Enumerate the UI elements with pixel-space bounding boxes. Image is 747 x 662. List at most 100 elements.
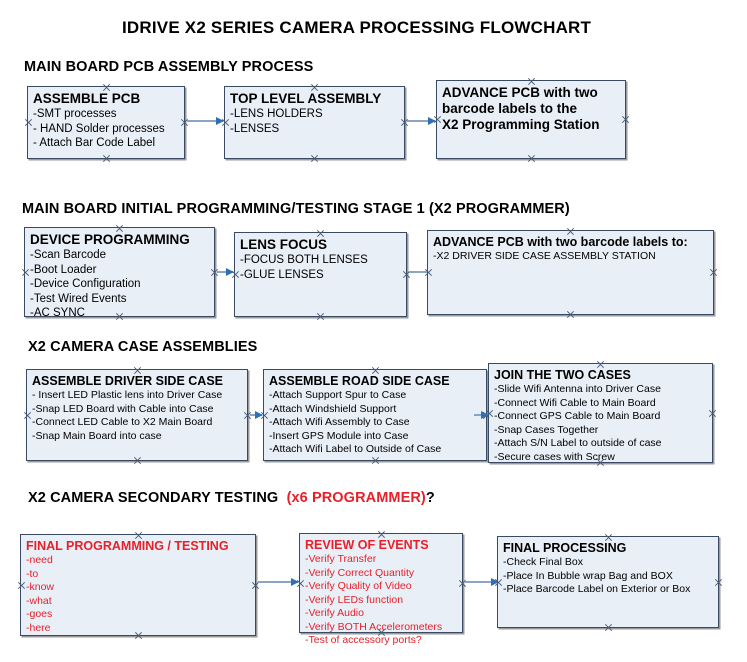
node-title: TOP LEVEL ASSEMBLY <box>230 91 382 106</box>
node-line: -Connect LED Cable to X2 Main Board <box>32 416 213 428</box>
section-heading-text: X2 CAMERA SECONDARY TESTING <box>28 490 279 506</box>
node-line: -Verify LEDs function <box>305 593 404 606</box>
connector-handle-left[interactable] <box>17 581 26 590</box>
node-line: -Place Barcode Label on Exterior or Box <box>503 583 691 595</box>
node-line: -Attach Wifi Assembly to Case <box>269 416 410 428</box>
node-title: ADVANCE PCB with two <box>442 85 598 100</box>
node-line: -Snap Main Board into case <box>32 429 162 442</box>
section-heading-x2-camera-secondary-testing: X2 CAMERA SECONDARY TESTING (x6 PROGRAMM… <box>28 490 435 506</box>
connector-handle-left[interactable] <box>21 268 30 277</box>
node-assemble-road-side-case[interactable]: ASSEMBLE ROAD SIDE CASE -Attach Support … <box>263 369 487 461</box>
connector-handle-bottom[interactable] <box>310 154 319 163</box>
node-line: -Test Wired Events <box>30 292 127 305</box>
node-line: -Connect Wifi Cable to Main Board <box>494 396 656 409</box>
connector-handle-left[interactable] <box>24 118 33 127</box>
connector-handle-right[interactable] <box>458 579 467 588</box>
node-title: FINAL PROCESSING <box>503 541 627 555</box>
arrow-head-icon <box>216 117 224 125</box>
node-line: -GLUE LENSES <box>240 268 324 281</box>
arrow-review-of-events-to-final-processing <box>465 578 499 586</box>
node-line: -FOCUS BOTH LENSES <box>240 254 368 266</box>
node-line: -Insert GPS Module into Case <box>269 429 409 442</box>
node-title: LENS FOCUS <box>240 237 328 252</box>
connector-handle-left[interactable] <box>23 411 32 420</box>
arrow-road-case-to-join-cases <box>474 411 489 419</box>
node-device-programming[interactable]: DEVICE PROGRAMMING -Scan Barcode -Boot L… <box>21 227 215 319</box>
node-join-the-two-cases[interactable]: JOIN THE TWO CASES -Slide Wifi Antenna i… <box>488 363 713 463</box>
node-line: -to <box>26 567 39 580</box>
node-line: -Boot Loader <box>30 263 97 276</box>
arrow-head-icon <box>291 578 299 586</box>
node-line: - HAND Solder processes <box>33 122 165 135</box>
arrow-head-icon <box>255 411 263 419</box>
page-title: IDRIVE X2 SERIES CAMERA PROCESSING FLOWC… <box>122 18 592 37</box>
node-line: -Connect GPS Cable to Main Board <box>494 410 661 422</box>
node-line: -Verify BOTH Accelerometers <box>305 620 443 633</box>
connector-handle-right[interactable] <box>708 409 717 418</box>
node-lens-focus[interactable]: LENS FOCUS -FOCUS BOTH LENSES -GLUE LENS… <box>234 232 407 317</box>
arrow-driver-case-to-road-case <box>250 411 263 419</box>
connector-handle-bottom[interactable] <box>604 623 613 632</box>
section-heading-accent: (x6 PROGRAMMER) <box>286 490 426 506</box>
connector-handle-bottom[interactable] <box>316 312 325 321</box>
node-title: JOIN THE TWO CASES <box>494 368 631 382</box>
node-title: REVIEW OF EVENTS <box>305 538 429 552</box>
node-line: -goes <box>26 608 53 620</box>
node-title: DEVICE PROGRAMMING <box>30 232 190 247</box>
node-line: -Verify Audio <box>305 607 364 619</box>
node-line: -Slide Wifi Antenna into Driver Case <box>494 383 661 395</box>
node-line: -LENS HOLDERS <box>230 108 323 120</box>
node-title: ADVANCE PCB with two barcode labels to: <box>433 235 688 249</box>
node-line: -Attach Windshield Support <box>269 402 397 415</box>
node-line: -Snap LED Board with Cable into Case <box>32 402 214 415</box>
connector-handle-bottom[interactable] <box>371 456 380 465</box>
node-final-processing[interactable]: FINAL PROCESSING -Check Final Box -Place… <box>497 536 719 628</box>
node-line: -Scan Barcode <box>30 249 107 261</box>
node-title: ASSEMBLE DRIVER SIDE CASE <box>32 374 224 388</box>
node-line: - Insert LED Plastic lens into Driver Ca… <box>32 389 223 401</box>
connector-handle-right[interactable] <box>621 115 630 124</box>
node-final-programming-testing[interactable]: FINAL PROGRAMMING / TESTING -need -to -k… <box>20 534 256 636</box>
node-title: FINAL PROGRAMMING / TESTING <box>26 539 229 553</box>
node-assemble-driver-side-case[interactable]: ASSEMBLE DRIVER SIDE CASE - Insert LED P… <box>26 369 248 461</box>
arrow-head-icon <box>428 117 436 125</box>
section-heading-main-board-initial-programming: MAIN BOARD INITIAL PROGRAMMING/TESTING S… <box>22 201 570 217</box>
node-line: -Verify Quality of Video <box>305 580 412 592</box>
node-line: -SMT processes <box>33 108 117 120</box>
node-line: -Place In Bubble wrap Bag and BOX <box>503 569 673 582</box>
connector-handle-right[interactable] <box>709 268 718 277</box>
node-line: -LENSES <box>230 122 280 135</box>
node-line: barcode labels to the <box>442 101 578 116</box>
arrow-assemble-pcb-to-top-level <box>187 117 224 125</box>
connector-handle-bottom[interactable] <box>133 456 142 465</box>
section-heading-suffix: ? <box>425 490 435 506</box>
node-line: -Attach Support Spur to Case <box>269 389 407 401</box>
node-review-of-events[interactable]: REVIEW OF EVENTS -Verify Transfer -Verif… <box>299 533 463 646</box>
section-heading-main-board-pcb-assembly: MAIN BOARD PCB ASSEMBLY PROCESS <box>24 59 314 75</box>
arrow-head-icon <box>491 578 499 586</box>
node-line: -X2 DRIVER SIDE CASE ASSEMBLY STATION <box>433 250 656 262</box>
node-line: -Attach Wifi Label to Outside of Case <box>269 443 442 455</box>
node-advance-pcb-driver-case-station[interactable]: ADVANCE PCB with two barcode labels to: … <box>427 230 714 315</box>
node-line: -here <box>26 621 51 634</box>
section-heading-x2-camera-case-assemblies: X2 CAMERA CASE ASSEMBLIES <box>28 339 258 355</box>
arrow-final-programming-to-review-of-events <box>258 578 299 586</box>
node-top-level-assembly[interactable]: TOP LEVEL ASSEMBLY -LENS HOLDERS -LENSES <box>224 86 405 159</box>
node-line: -Device Configuration <box>30 278 141 290</box>
node-assemble-pcb[interactable]: ASSEMBLE PCB -SMT processes - HAND Solde… <box>27 86 185 159</box>
node-line: -Verify Transfer <box>305 553 377 565</box>
node-line: -Verify Correct Quantity <box>305 566 415 579</box>
connector-handle-right[interactable] <box>714 578 723 587</box>
connector-handle-bottom[interactable] <box>566 310 575 319</box>
connector-handle-bottom[interactable] <box>527 154 536 163</box>
node-line: -know <box>26 581 55 593</box>
arrow-head-icon <box>226 268 234 276</box>
node-line: -Attach S/N Label to outside of case <box>494 437 662 449</box>
node-line: -AC SYNC <box>30 307 85 319</box>
connector-handle-bottom[interactable] <box>102 154 111 163</box>
arrow-head-icon <box>481 411 489 419</box>
node-advance-pcb-programming-station[interactable]: ADVANCE PCB with two barcode labels to t… <box>436 80 626 159</box>
node-line: -Check Final Box <box>503 556 583 568</box>
node-line: - Attach Bar Code Label <box>33 137 156 149</box>
